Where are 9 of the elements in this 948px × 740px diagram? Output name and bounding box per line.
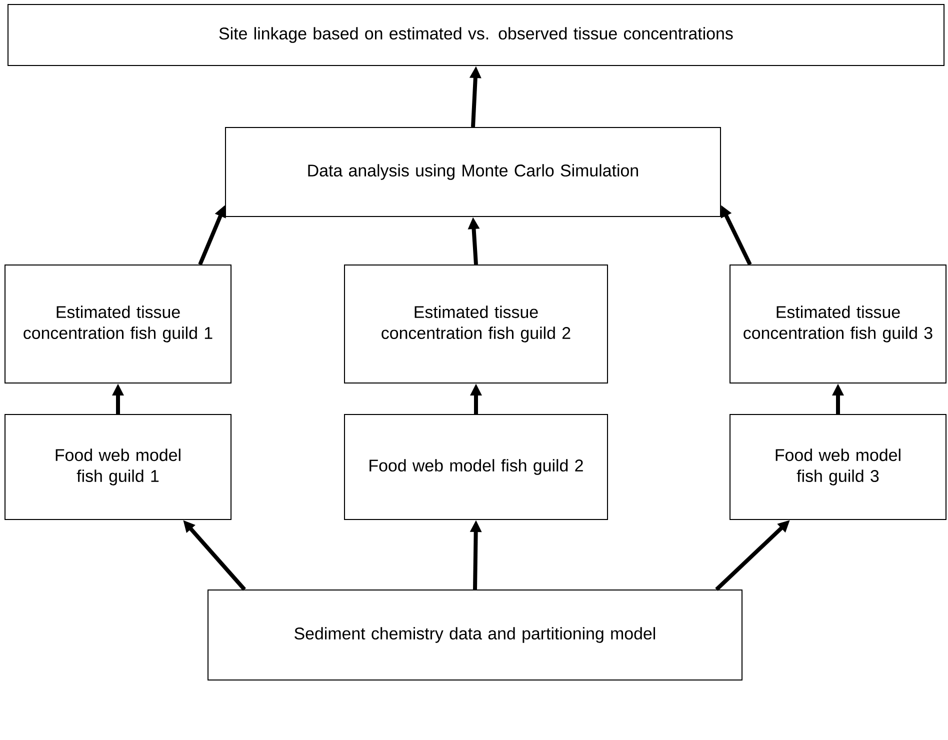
process-box: Estimated tissue concentration fish guild 1 [4,264,232,384]
process-box: Estimated tissue concentration fish guild 3 [730,264,946,384]
process-box: Sediment chemistry data and partitioning model [208,590,742,680]
process-box: Estimated tissue concentration fish guild 2 [344,264,608,384]
process-box: Data analysis using Monte Carlo Simulation [225,127,721,217]
process-box: Food web model fish guild 2 [344,414,608,520]
process-box: Food web model fish guild 1 [4,414,232,520]
process-box: Site linkage based on estimated vs. observed tissue concentrations [8,4,944,66]
process-box: Food web model fish guild 3 [730,414,946,520]
